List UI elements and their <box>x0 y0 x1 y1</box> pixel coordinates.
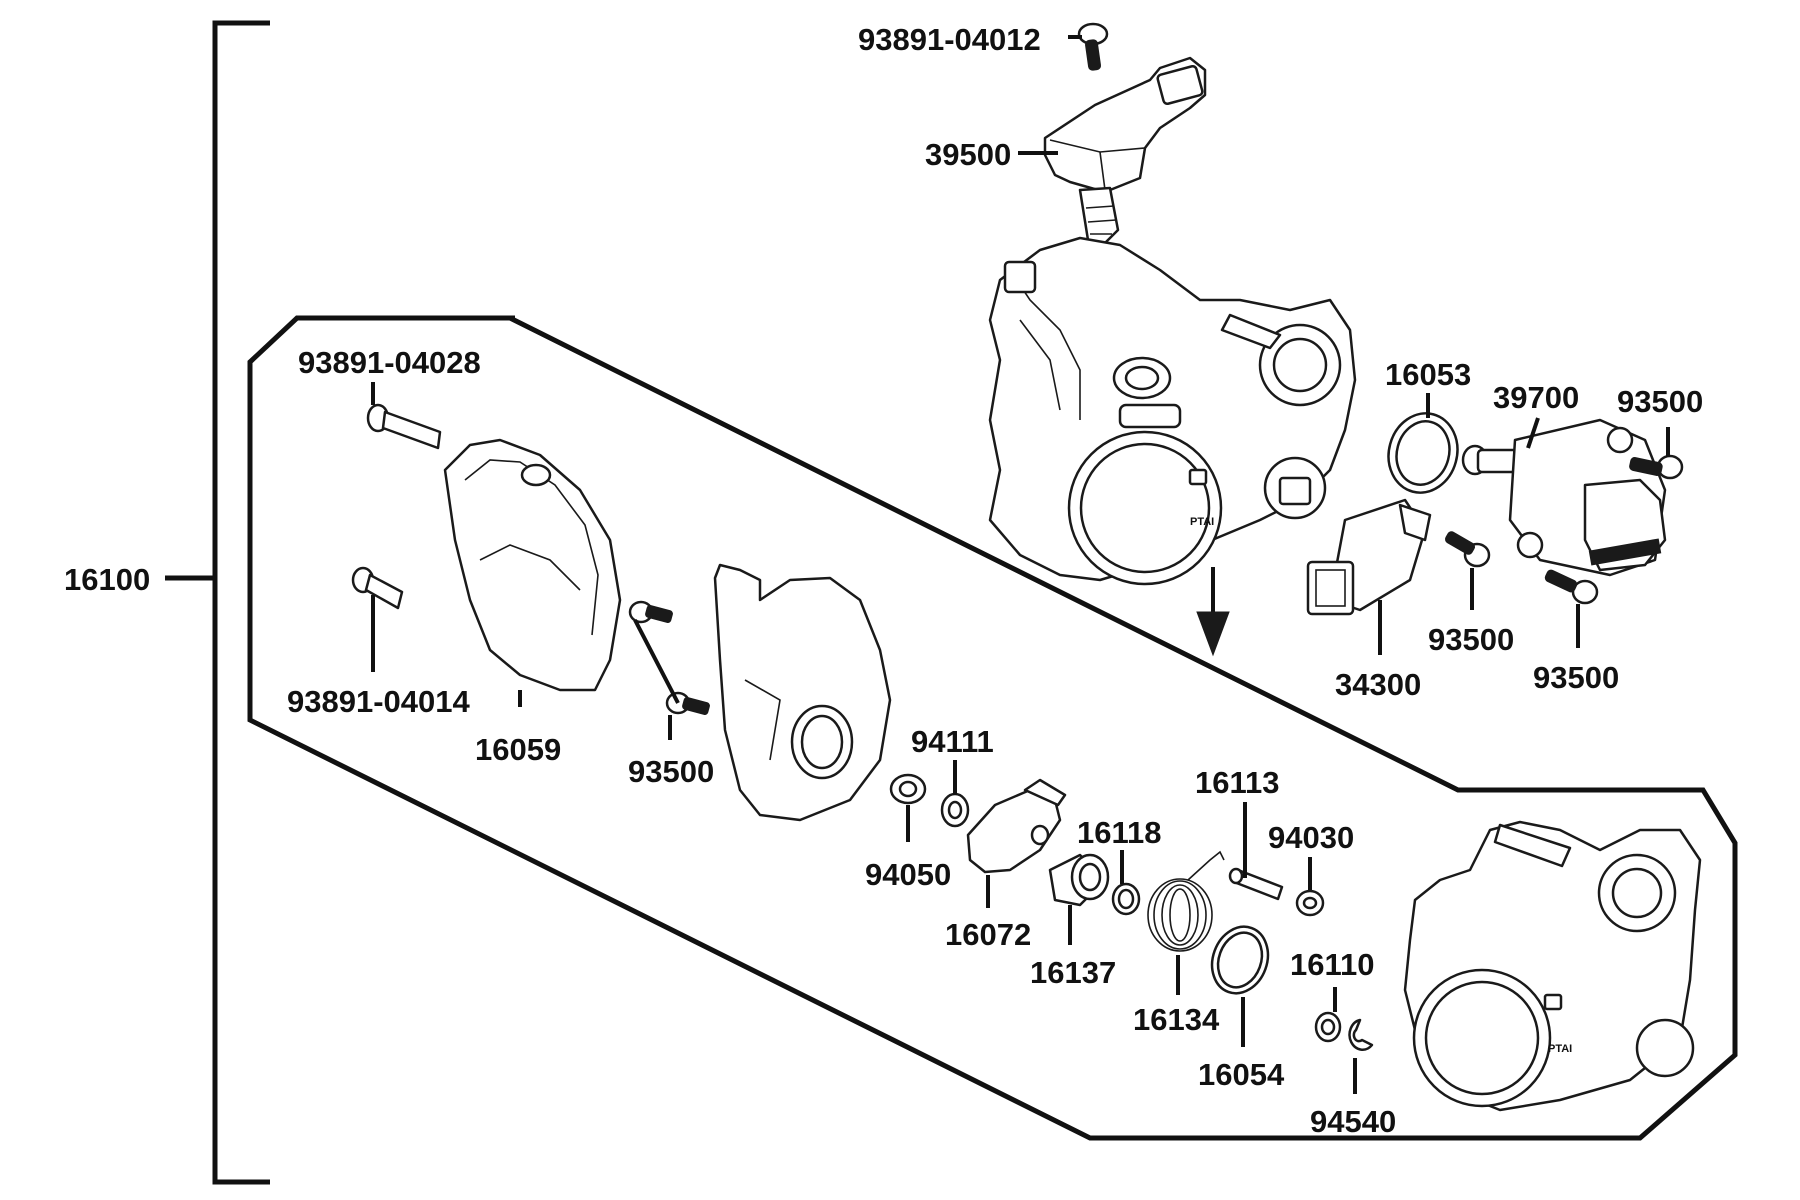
label-93891-04028: 93891-04028 <box>298 345 481 380</box>
throttle-cover-16059 <box>443 438 622 692</box>
label-94111: 94111 <box>911 724 994 759</box>
idle-air-valve-39700 <box>1461 418 1667 577</box>
label-16137: 16137 <box>1030 955 1116 990</box>
label-93891-04012: 93891-04012 <box>858 22 1041 57</box>
label-93500-top-right: 93500 <box>1617 384 1703 419</box>
label-16053: 16053 <box>1385 357 1471 392</box>
label-16054: 16054 <box>1198 1057 1285 1092</box>
label-94050: 94050 <box>865 857 951 892</box>
label-16059: 16059 <box>475 732 561 767</box>
throttle-position-sensor-34300 <box>1306 498 1432 616</box>
assembly-bracket <box>165 20 270 1185</box>
label-39500: 39500 <box>925 137 1011 172</box>
label-34300: 34300 <box>1335 667 1421 702</box>
screw-93500-right-mid <box>1444 531 1491 568</box>
label-93891-04014: 93891-04014 <box>287 684 470 719</box>
label-93500-left: 93500 <box>628 754 714 789</box>
nut-94050 <box>889 773 927 805</box>
screw-93500-right-low <box>1544 569 1599 605</box>
ring-16118 <box>1111 882 1141 916</box>
part-labels: 93891-04012 39500 16053 39700 93500 9350… <box>64 22 1703 1139</box>
label-93500-mid-right: 93500 <box>1428 622 1514 657</box>
ptai-mark-lower: PTAI <box>1548 1043 1572 1055</box>
label-39700: 39700 <box>1493 380 1579 415</box>
leader-lines <box>371 35 1670 1094</box>
label-94030: 94030 <box>1268 820 1354 855</box>
bolt-93891-04014 <box>351 566 404 610</box>
pin-16113 <box>1228 867 1284 901</box>
label-16118: 16118 <box>1077 815 1162 850</box>
throttle-body-upper: PTAI <box>988 236 1357 586</box>
throttle-body-lower: PTAI <box>1403 820 1702 1112</box>
washer-16110 <box>1314 1011 1342 1043</box>
label-94540: 94540 <box>1310 1104 1396 1139</box>
label-16110: 16110 <box>1290 947 1375 982</box>
label-16072: 16072 <box>945 917 1031 952</box>
gasket-16053 <box>1387 412 1459 494</box>
spring-16134 <box>1147 850 1225 952</box>
label-93500-low-right: 93500 <box>1533 660 1619 695</box>
map-sensor-39500 <box>1043 56 1207 248</box>
nut-94030 <box>1295 889 1325 917</box>
ptai-mark-upper: PTAI <box>1190 516 1214 528</box>
bushing-16137 <box>1048 853 1110 907</box>
label-16134: 16134 <box>1133 1002 1220 1037</box>
screw-93891-04012 <box>1077 22 1109 71</box>
assembly-arrow <box>1196 567 1230 657</box>
bolt-93891-04028 <box>366 403 442 450</box>
label-16113: 16113 <box>1195 765 1280 800</box>
screw-93500-right-top <box>1629 454 1684 480</box>
washer-94111 <box>940 792 970 828</box>
subassembly-outline <box>247 315 1738 1141</box>
inner-cover <box>713 563 892 822</box>
lever-16072 <box>966 778 1067 874</box>
screw-93500-left-upper <box>628 600 673 624</box>
clip-94540 <box>1348 1018 1374 1051</box>
label-16100: 16100 <box>64 562 150 597</box>
gasket-16054 <box>1210 925 1270 995</box>
